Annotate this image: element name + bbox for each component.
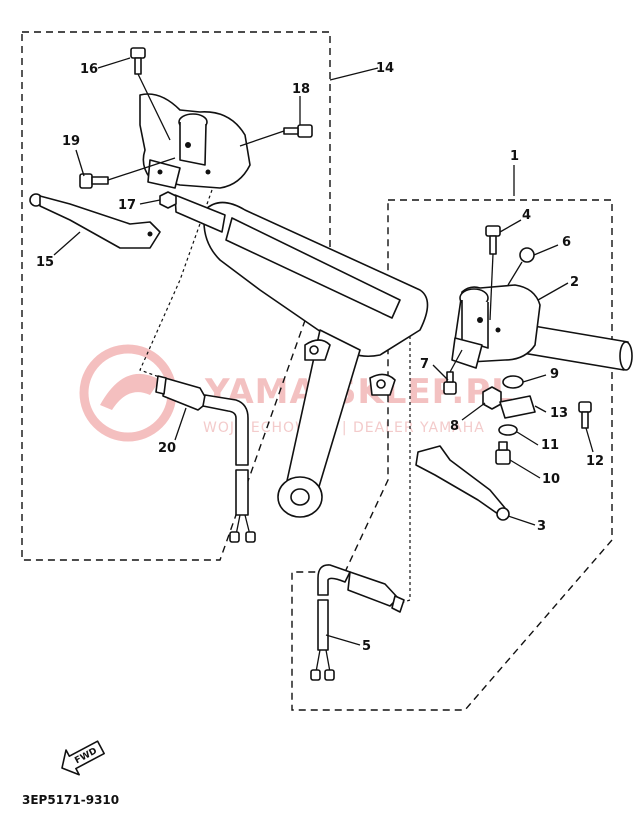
diagram-code: 3EP5171-9310 [22,793,119,807]
assembly-line-right [394,300,411,606]
bracket-13 [499,395,536,419]
watermark-logo-mark [100,373,160,410]
callout-11: 11 [541,438,559,453]
callout-18: 18 [292,82,310,97]
callout-20: 20 [158,441,176,456]
fwd-arrow-icon [61,740,105,776]
fwd-arrow: FWD [61,740,105,776]
nut-8 [482,386,502,410]
switch-5 [310,564,405,681]
bolt-4 [485,225,501,321]
callout-1: 1 [510,149,519,164]
callout-2: 2 [570,275,579,290]
steering-bracket [174,194,429,518]
callout-17: 17 [118,198,136,213]
callout-12: 12 [586,454,604,469]
lever-3 [415,445,510,521]
callout-4: 4 [522,208,531,223]
lever-15 [29,193,161,249]
callout-13: 13 [550,406,568,421]
switch-20 [155,375,256,543]
watermark: YAMA-SKLEP.PL WOJCIECHOWICZ | DEALER YAM… [79,344,514,442]
watermark-sub-text: WOJCIECHOWICZ | DEALER YAMAHA [203,420,485,436]
bolt-10 [495,441,511,465]
callout-19: 19 [62,134,80,149]
assembly-outline-1 [291,199,613,711]
callout-15: 15 [36,255,54,270]
callout-10: 10 [542,472,560,487]
screw-6 [507,247,535,286]
watermark-main-text: YAMA-SKLEP.PL [204,372,514,412]
nut-17 [159,191,177,209]
callout-14: 14 [376,61,394,76]
left-lever-holder [139,93,251,189]
bolt-19 [79,157,176,189]
washer-9 [502,375,524,389]
callout-7: 7 [420,357,429,372]
callout-5: 5 [362,639,371,654]
right-lever-holder-2 [451,284,541,369]
leader-14 [329,67,379,81]
assembly-line-left [139,189,213,379]
callout-9: 9 [550,367,559,382]
callout-3: 3 [537,519,546,534]
bolt-16 [130,47,171,141]
callout-6: 6 [562,235,571,250]
bolt-18 [239,124,313,147]
callout-8: 8 [450,419,459,434]
callout-16: 16 [80,62,98,77]
assembly-outline-14 [21,31,331,561]
washer-11 [498,424,518,436]
leaders [53,57,594,646]
bolt-12 [578,401,592,429]
bolt-7 [443,349,463,395]
